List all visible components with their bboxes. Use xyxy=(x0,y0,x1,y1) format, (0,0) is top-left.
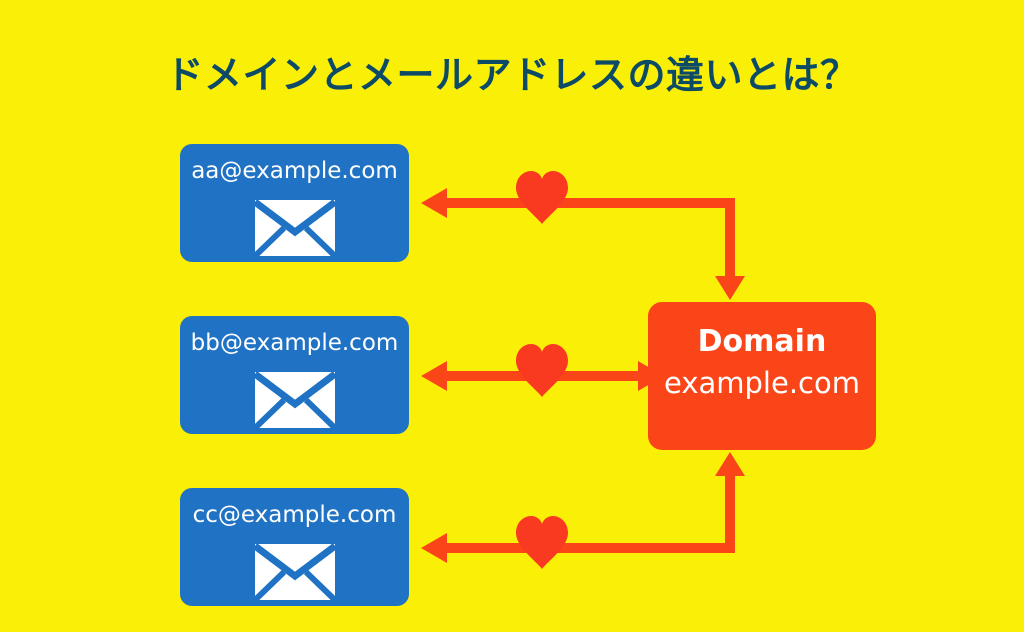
arrowhead-up-bottom xyxy=(715,452,745,476)
connector-top xyxy=(421,171,745,300)
email-address-label: cc@example.com xyxy=(192,502,397,528)
heart-icon xyxy=(516,516,568,569)
arrowhead-left-bottom xyxy=(421,533,447,563)
domain-box[interactable]: Domain example.com xyxy=(648,302,876,450)
envelope-icon xyxy=(254,372,335,428)
arrowhead-left-middle xyxy=(421,361,447,391)
domain-value: example.com xyxy=(664,366,860,400)
arrowhead-down-top xyxy=(715,276,745,300)
connector-bottom xyxy=(421,452,745,569)
domain-heading: Domain xyxy=(697,324,827,359)
email-address-label: bb@example.com xyxy=(190,330,399,356)
envelope-icon xyxy=(254,200,335,256)
heart-icon xyxy=(516,171,568,224)
email-box-1[interactable]: aa@example.com xyxy=(180,144,409,262)
arrowhead-left-top xyxy=(421,188,447,218)
connector-middle xyxy=(421,344,664,397)
heart-icon xyxy=(516,344,568,397)
page-title: ドメインとメールアドレスの違いとは？ xyxy=(165,53,859,97)
email-box-3[interactable]: cc@example.com xyxy=(180,488,409,606)
email-address-label: aa@example.com xyxy=(191,158,398,184)
email-box-2[interactable]: bb@example.com xyxy=(180,316,409,434)
envelope-icon xyxy=(254,544,335,600)
